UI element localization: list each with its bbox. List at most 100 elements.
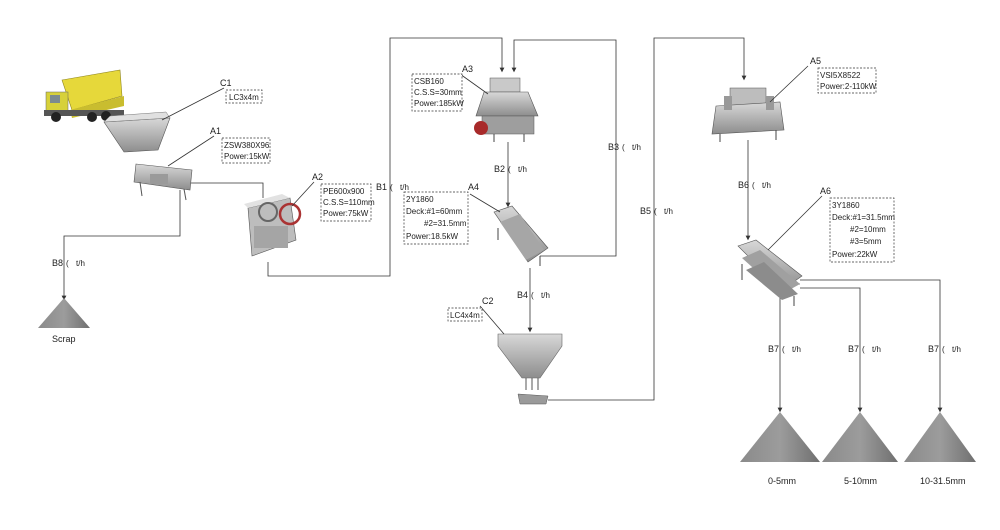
vibrating-screen-a6 (737, 239, 803, 306)
flow-b7-2-paren: ( (862, 345, 865, 354)
specbox-c2 (447, 307, 483, 322)
hopper-c1 (103, 111, 171, 153)
specbox-a3 (411, 73, 463, 112)
flow-b7-3: B7 (928, 344, 939, 354)
leader-a3 (459, 73, 489, 95)
line-b8 (61, 190, 181, 301)
vsi-crusher-a5 (711, 87, 785, 142)
silo-c2 (497, 333, 563, 405)
scrap-pile (38, 298, 90, 328)
flow-b8-paren: ( (66, 259, 69, 268)
flow-b3-unit: t/h (632, 143, 641, 152)
flow-b7-1: B7 (768, 344, 779, 354)
flow-b7-2-unit: t/h (872, 345, 881, 354)
spec-a4-2: #2=31.5mm (424, 219, 467, 228)
leader-a4 (469, 193, 501, 213)
flow-labels: B1 ( t/h B2 ( t/h B3 ( t/h B4 ( t/h B5 (… (52, 142, 961, 354)
flow-b7-3-unit: t/h (952, 345, 961, 354)
flow-b5-unit: t/h (664, 207, 673, 216)
tag-a1: A1 (210, 126, 221, 136)
spec-a2-2: Power:75kW (323, 209, 369, 218)
spec-a1-1: Power:15kW (224, 152, 270, 161)
flow-b6-unit: t/h (762, 181, 771, 190)
spec-a6-3: #3=5mm (850, 237, 882, 246)
specbox-a2 (320, 183, 372, 222)
specbox-a5 (817, 67, 877, 94)
product-5-10: 5-10mm (844, 476, 877, 486)
product-pile-5-10 (822, 412, 898, 462)
line-b5 (548, 37, 747, 401)
flow-b4: B4 (517, 290, 528, 300)
product-pile-0-5 (740, 412, 820, 462)
spec-a3-1: C.S.S=30mm (414, 88, 462, 97)
specbox-a1 (221, 137, 271, 164)
flow-b7-1-unit: t/h (792, 345, 801, 354)
flow-b7-2: B7 (848, 344, 859, 354)
leader-a6 (767, 195, 823, 251)
flow-b7-1-paren: ( (782, 345, 785, 354)
flow-lines (61, 37, 943, 413)
flow-b5: B5 (640, 206, 651, 216)
flow-b1-unit: t/h (400, 183, 409, 192)
flow-b8-unit: t/h (76, 259, 85, 268)
tag-a2: A2 (312, 172, 323, 182)
flow-b4-paren: ( (531, 291, 534, 300)
line-b7-2 (800, 287, 863, 413)
product-0-5: 0-5mm (768, 476, 796, 486)
leader-a5 (769, 65, 809, 103)
tag-a6: A6 (820, 186, 831, 196)
leader-c2 (479, 305, 505, 335)
cone-crusher-a3 (474, 77, 539, 142)
spec-c1-0: LC3x4m (229, 93, 259, 102)
spec-a6-2: #2=10mm (850, 225, 886, 234)
flow-b8: B8 (52, 258, 63, 268)
vibrating-feeder-a1 (133, 163, 193, 201)
spec-c2-0: LC4x4m (450, 311, 480, 320)
tag-c2: C2 (482, 296, 494, 306)
product-pile-10-31-5 (904, 412, 976, 462)
spec-a4-3: Power:18.5kW (406, 232, 458, 241)
flow-b4-unit: t/h (541, 291, 550, 300)
flow-b5-paren: ( (654, 207, 657, 216)
flow-b7-3-paren: ( (942, 345, 945, 354)
flow-b1-paren: ( (390, 183, 393, 192)
flow-b1: B1 (376, 182, 387, 192)
spec-a2-1: C.S.S=110mm (323, 198, 375, 207)
flow-b3-paren: ( (622, 143, 625, 152)
spec-a2-0: PE600x900 (323, 187, 365, 196)
leader-a1 (167, 135, 215, 167)
flow-b2: B2 (494, 164, 505, 174)
tag-a5: A5 (810, 56, 821, 66)
spec-a3-2: Power:185kW (414, 99, 464, 108)
spec-a4-0: 2Y1860 (406, 195, 434, 204)
tag-a3: A3 (462, 64, 473, 74)
tag-c1: C1 (220, 78, 232, 88)
leader-c1 (161, 87, 225, 121)
leader-a2 (291, 181, 315, 207)
line-b1 (267, 37, 505, 277)
specbox-a4 (403, 191, 469, 245)
flow-b2-unit: t/h (518, 165, 527, 174)
spec-a1-0: ZSW380X96 (224, 141, 270, 150)
line-b3 (511, 39, 617, 257)
product-scrap: Scrap (52, 334, 76, 344)
dump-truck (44, 69, 124, 122)
spec-a3-0: CSB160 (414, 77, 444, 86)
flow-b6-paren: ( (752, 181, 755, 190)
spec-a6-4: Power:22kW (832, 250, 878, 259)
spec-a6-1: Deck:#1=31.5mm (832, 213, 895, 222)
spec-a5-1: Power:2-110kW (820, 82, 877, 91)
spec-a5-0: VSI5X8522 (820, 71, 861, 80)
jaw-crusher-a2 (244, 194, 302, 257)
vibrating-screen-a4 (493, 205, 549, 266)
flow-b2-paren: ( (508, 165, 511, 174)
line-b7-3 (800, 279, 943, 413)
tag-a4: A4 (468, 182, 479, 192)
spec-a6-0: 3Y1860 (832, 201, 860, 210)
line-a1-a2 (188, 182, 264, 198)
flow-b6: B6 (738, 180, 749, 190)
specbox-c1 (225, 89, 263, 104)
spec-a4-1: Deck:#1=60mm (406, 207, 463, 216)
